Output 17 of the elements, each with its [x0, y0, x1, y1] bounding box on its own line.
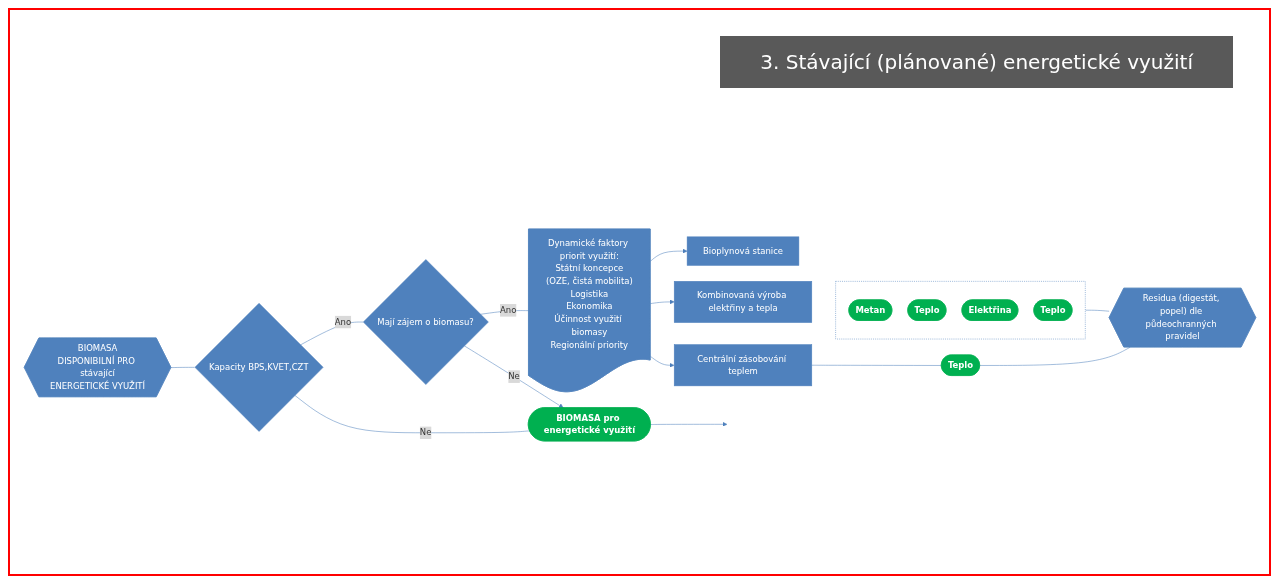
edge-label: Ne [419, 427, 432, 438]
edge-label: Ne [508, 371, 520, 382]
cluster [835, 281, 1086, 340]
node-box: Kombinovaná výroba elektřiny a tepla [673, 281, 813, 323]
title-banner: 3. Stávající (plánované) energetické využití [720, 36, 1233, 88]
connector [979, 346, 1131, 366]
connector [300, 321, 364, 346]
edge-label: Ano [500, 305, 517, 316]
edge-label: Ano [334, 316, 352, 327]
connector [170, 367, 195, 368]
node-box: Centrální zásobování teplem [673, 344, 813, 387]
node-box: Bioplynová stanice [686, 236, 800, 266]
connector [811, 364, 942, 366]
node-diamond: Kapacity BPS,KVET,CZT [194, 303, 324, 432]
node-diamond: Mají zájem o biomasu? [363, 259, 489, 385]
connector [1085, 309, 1110, 312]
connector [294, 395, 531, 434]
